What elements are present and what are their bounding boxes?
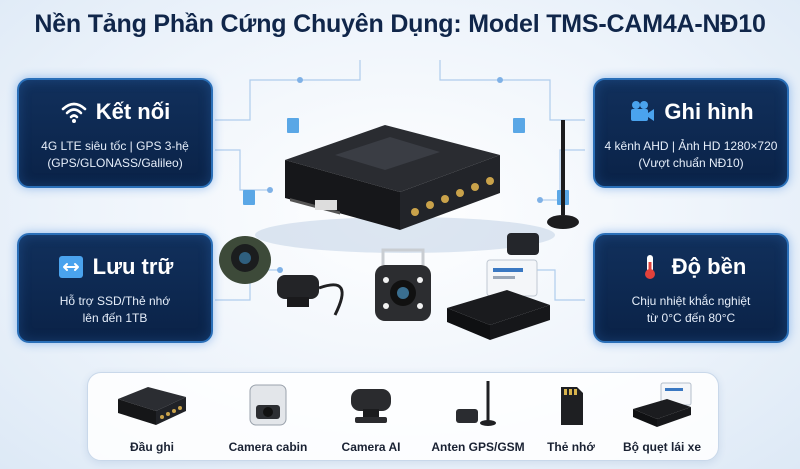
- accessory-item: Đầu ghi: [106, 373, 198, 462]
- feature-title: Kết nối: [95, 99, 171, 124]
- accessory-label: Anten GPS/GSM: [431, 440, 525, 454]
- cabin-camera-image: [375, 248, 431, 321]
- feature-desc-line: (GPS/GLONASS/Galileo): [47, 156, 183, 170]
- feature-title: Lưu trữ: [92, 254, 174, 279]
- memory-card-icon: [561, 387, 583, 425]
- hardware-illustration: [219, 120, 579, 340]
- antenna-icon: [456, 381, 496, 426]
- feature-desc-line: 4 kênh AHD | Ảnh HD 1280×720: [604, 139, 778, 153]
- circuit-background: [215, 60, 585, 301]
- ai-camera-image: [277, 275, 344, 316]
- page-title: Nền Tảng Phần Cứng Chuyên Dụng: Model TM…: [34, 10, 766, 38]
- video-camera-icon: [631, 101, 655, 121]
- accessory-label: Camera cabin: [228, 440, 308, 454]
- feature-card-record: Ghi hình 4 kênh AHD | Ảnh HD 1280×720 (V…: [593, 78, 789, 188]
- dvr-recorder-image: [285, 125, 500, 230]
- accessory-item: Camera cabin: [218, 373, 318, 462]
- card-reader-image: [447, 259, 550, 340]
- feature-desc-line: lên đến 1TB: [82, 311, 148, 325]
- card-reader-icon: [633, 382, 692, 427]
- feature-desc-line: từ 0°C đến 80°C: [646, 311, 736, 325]
- wifi-icon: [61, 102, 87, 123]
- thermometer-icon: [644, 255, 655, 279]
- accessories-bar: Đầu ghi Camera cabin Camera AI Anten GPS…: [87, 372, 719, 461]
- feature-desc-line: (Vượt chuẩn NĐ10): [638, 156, 744, 170]
- dvr-icon: [118, 387, 186, 425]
- gsm-antenna-image: [547, 120, 579, 229]
- accessory-label: Camera AI: [341, 440, 401, 454]
- accessory-item: Thẻ nhớ: [536, 373, 606, 462]
- accessory-item: Bộ quẹt lái xe: [610, 373, 714, 462]
- ai-camera-icon: [351, 389, 391, 423]
- feature-desc-line: Chịu nhiệt khắc nghiệt: [631, 294, 751, 308]
- cabin-camera-icon: [249, 384, 287, 426]
- accessory-label: Thẻ nhớ: [547, 440, 595, 454]
- accessory-label: Đầu ghi: [130, 440, 174, 454]
- dome-camera-image: [219, 236, 271, 284]
- feature-card-storage: Lưu trữ Hỗ trợ SSD/Thẻ nhớ lên đến 1TB: [17, 233, 213, 343]
- feature-title: Ghi hình: [664, 99, 754, 124]
- feature-desc-line: 4G LTE siêu tốc | GPS 3-hệ: [41, 139, 189, 153]
- storage-icon: [58, 256, 83, 278]
- accessory-item: Anten GPS/GSM: [422, 373, 534, 462]
- feature-card-connect: Kết nối 4G LTE siêu tốc | GPS 3-hệ (GPS/…: [17, 78, 213, 188]
- accessory-label: Bộ quẹt lái xe: [622, 440, 702, 454]
- feature-desc-line: Hỗ trợ SSD/Thẻ nhớ: [59, 294, 171, 308]
- accessory-item: Camera AI: [328, 373, 414, 462]
- feature-card-durable: Độ bền Chịu nhiệt khắc nghiệt từ 0°C đến…: [593, 233, 789, 343]
- feature-title: Độ bền: [671, 254, 747, 279]
- gps-module-image: [507, 233, 539, 255]
